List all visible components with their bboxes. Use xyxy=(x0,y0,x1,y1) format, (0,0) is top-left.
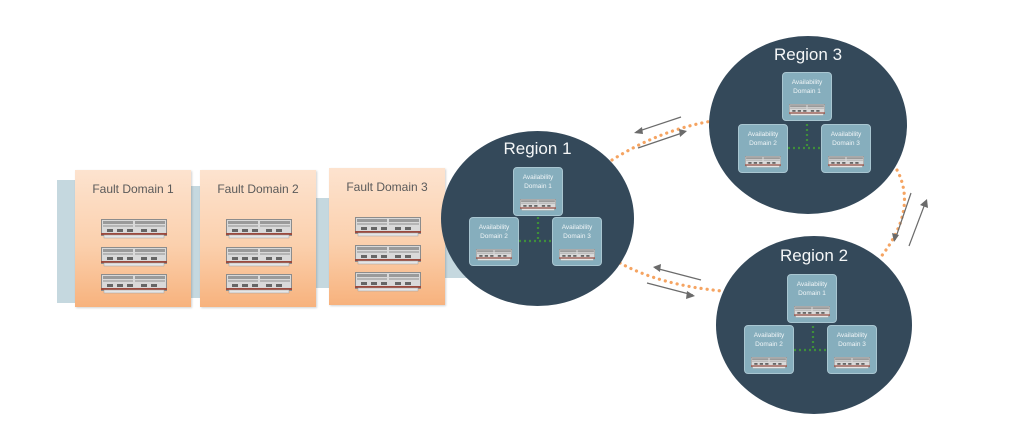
availability-domain-2: Availability Domain 2 xyxy=(738,124,788,173)
region-label: Region 3 xyxy=(773,45,843,64)
server-icon xyxy=(794,305,830,318)
server-icon xyxy=(226,274,292,294)
arrow-to-region3 xyxy=(637,129,687,149)
region-1: Region 1 Availability Domain 1 Availabil… xyxy=(441,131,634,306)
arrow-to-region1 xyxy=(634,116,682,134)
link-region1-region2 xyxy=(618,261,724,293)
region-label: Region 2 xyxy=(779,246,849,265)
region-3: Region 3 Availability Domain 1 Availabil… xyxy=(709,36,907,214)
server-icon xyxy=(476,248,512,261)
fault-domain-label: Fault Domain 1 xyxy=(92,182,174,196)
availability-domain-3: Availability Domain 3 xyxy=(552,217,602,266)
link-region1-region3 xyxy=(610,119,714,162)
fault-domain-backdrop xyxy=(57,180,77,303)
server-icon xyxy=(355,217,421,237)
server-icon xyxy=(101,247,167,267)
server-icon xyxy=(520,198,556,211)
ad-label: Availability Domain 1 xyxy=(522,174,554,190)
fault-domain-label: Fault Domain 3 xyxy=(346,180,428,194)
server-icon xyxy=(101,219,167,239)
server-icon xyxy=(751,356,787,369)
server-icon xyxy=(101,274,167,294)
availability-domain-2: Availability Domain 2 xyxy=(469,217,519,266)
fault-domain-3: Fault Domain 3 xyxy=(329,168,445,305)
availability-domain-1: Availability Domain 1 xyxy=(782,72,832,121)
server-icon xyxy=(789,103,825,116)
availability-domain-2: Availability Domain 2 xyxy=(744,325,794,374)
ad-label: Availability Domain 2 xyxy=(747,131,779,147)
region-label: Region 1 xyxy=(503,139,572,158)
region-2: Region 2 Availability Domain 1 Availabil… xyxy=(716,236,912,414)
server-icon xyxy=(834,356,870,369)
fault-domain-label: Fault Domain 2 xyxy=(217,182,299,196)
ad-label: Availability Domain 2 xyxy=(478,224,510,240)
server-icon xyxy=(559,248,595,261)
arrow-to-region2 xyxy=(646,282,695,299)
ad-label: Availability Domain 1 xyxy=(791,79,823,95)
ad-label: Availability Domain 1 xyxy=(796,281,828,297)
server-icon xyxy=(226,247,292,267)
ad-links xyxy=(794,326,826,352)
ad-label: Availability Domain 2 xyxy=(753,332,785,348)
ad-label: Availability Domain 3 xyxy=(830,131,862,147)
availability-domain-3: Availability Domain 3 xyxy=(821,124,871,173)
availability-domain-1: Availability Domain 1 xyxy=(787,274,837,323)
server-icon xyxy=(226,219,292,239)
ad-links xyxy=(788,124,820,150)
availability-domain-3: Availability Domain 3 xyxy=(827,325,877,374)
arrow-to-region1-lower xyxy=(653,264,702,281)
ad-links xyxy=(519,217,551,243)
link-region3-region2 xyxy=(878,168,907,260)
server-icon xyxy=(355,245,421,265)
ad-label: Availability Domain 3 xyxy=(561,224,593,240)
server-icon xyxy=(355,272,421,292)
arrow-to-region2-right xyxy=(892,192,912,242)
ad-label: Availability Domain 3 xyxy=(836,332,868,348)
server-icon xyxy=(828,155,864,168)
fault-domain-backdrop xyxy=(316,198,332,288)
availability-domain-1: Availability Domain 1 xyxy=(513,167,563,216)
fault-domain-1: Fault Domain 1 xyxy=(75,170,191,307)
arrow-to-region3-right xyxy=(908,199,928,247)
server-icon xyxy=(745,155,781,168)
fault-domain-2: Fault Domain 2 xyxy=(200,170,316,307)
